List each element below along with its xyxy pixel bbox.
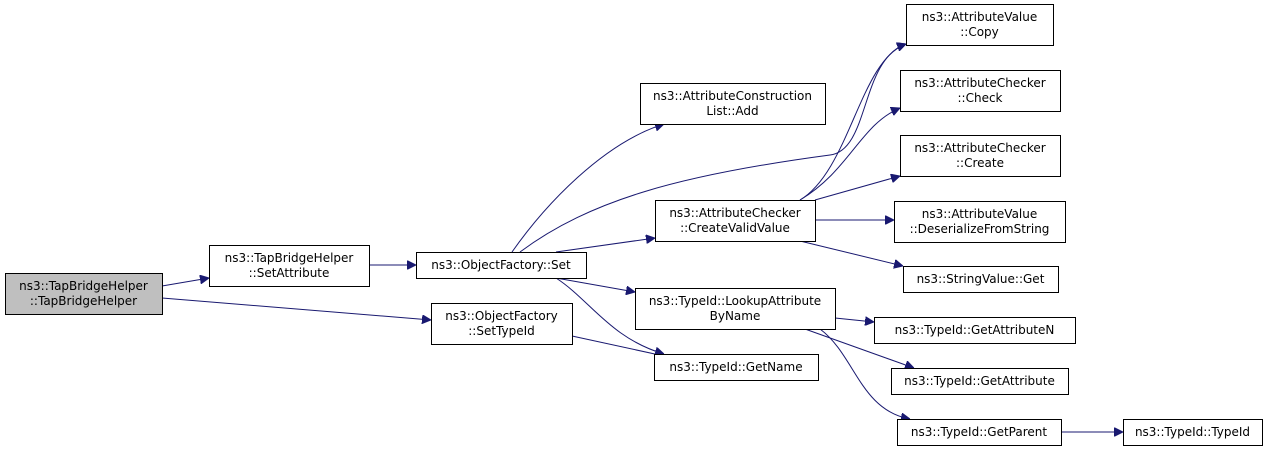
node-accreate[interactable]: ns3::AttributeChecker::CreateValidValue bbox=[655, 200, 816, 242]
node-box-getparent[interactable] bbox=[897, 419, 1062, 446]
edge-lookup-to-getattr bbox=[804, 328, 914, 368]
node-box-avdeser[interactable] bbox=[894, 201, 1066, 243]
node-label-getparent-0: ns3::TypeId::GetParent bbox=[911, 425, 1047, 439]
node-setattr[interactable]: ns3::TapBridgeHelper::SetAttribute bbox=[209, 245, 370, 287]
node-getname[interactable]: ns3::TypeId::GetName bbox=[654, 354, 819, 381]
node-typeid[interactable]: ns3::TypeId::TypeId bbox=[1123, 419, 1263, 446]
edge-ofsettype-to-getname bbox=[571, 335, 664, 356]
node-box-svget[interactable] bbox=[903, 266, 1059, 293]
node-label-accreate-1: ::CreateValidValue bbox=[680, 221, 790, 235]
edge-accreate-to-avcopy bbox=[799, 44, 906, 201]
node-label-avcopy-1: ::Copy bbox=[960, 25, 999, 39]
edge-root-to-setattr bbox=[161, 278, 209, 287]
node-getparent[interactable]: ns3::TypeId::GetParent bbox=[897, 419, 1062, 446]
node-label-setattr-1: ::SetAttribute bbox=[249, 266, 330, 280]
node-label-lookup-1: ByName bbox=[710, 309, 761, 323]
node-box-accheck[interactable] bbox=[900, 70, 1061, 112]
node-label-root-1: ::TapBridgeHelper bbox=[30, 294, 137, 308]
node-box-accreate[interactable] bbox=[655, 200, 816, 242]
node-avcopy[interactable]: ns3::AttributeValue::Copy bbox=[906, 4, 1054, 46]
node-getattrn[interactable]: ns3::TypeId::GetAttributeN bbox=[874, 317, 1076, 344]
edge-accreate-to-svget bbox=[799, 240, 903, 266]
node-label-svget-0: ns3::StringValue::Get bbox=[917, 272, 1045, 286]
node-label-ofset-0: ns3::ObjectFactory::Set bbox=[431, 258, 571, 272]
edge-accreate-to-accreate2 bbox=[814, 176, 900, 201]
edge-lookup-to-getparent bbox=[819, 328, 910, 419]
node-box-avcopy[interactable] bbox=[906, 4, 1054, 46]
node-label-accheck-0: ns3::AttributeChecker bbox=[914, 76, 1045, 90]
node-accheck[interactable]: ns3::AttributeChecker::Check bbox=[900, 70, 1061, 112]
node-label-setattr-0: ns3::TapBridgeHelper bbox=[225, 251, 354, 265]
node-box-getattrn[interactable] bbox=[874, 317, 1076, 344]
node-label-accreate-0: ns3::AttributeChecker bbox=[669, 206, 800, 220]
node-root[interactable]: ns3::TapBridgeHelper::TapBridgeHelper bbox=[5, 273, 163, 315]
node-box-getname[interactable] bbox=[654, 354, 819, 381]
node-label-avcopy-0: ns3::AttributeValue bbox=[922, 10, 1038, 24]
node-avdeser[interactable]: ns3::AttributeValue::DeserializeFromStri… bbox=[894, 201, 1066, 243]
node-label-ofsettype-0: ns3::ObjectFactory bbox=[445, 309, 558, 323]
node-label-accheck-1: ::Check bbox=[958, 91, 1003, 105]
node-ofsettype[interactable]: ns3::ObjectFactory::SetTypeId bbox=[431, 303, 573, 345]
node-label-getattr-0: ns3::TypeId::GetAttribute bbox=[904, 374, 1055, 388]
edge-ofset-to-lookup bbox=[555, 277, 635, 292]
node-getattr[interactable]: ns3::TypeId::GetAttribute bbox=[891, 368, 1069, 395]
node-box-acladd[interactable] bbox=[640, 83, 826, 125]
node-accreate2[interactable]: ns3::AttributeChecker::Create bbox=[900, 135, 1061, 177]
node-svget[interactable]: ns3::StringValue::Get bbox=[903, 266, 1059, 293]
node-label-accreate2-0: ns3::AttributeChecker bbox=[914, 141, 1045, 155]
node-box-ofsettype[interactable] bbox=[431, 303, 573, 345]
node-label-typeid-0: ns3::TypeId::TypeId bbox=[1135, 425, 1250, 439]
node-box-accreate2[interactable] bbox=[900, 135, 1061, 177]
node-label-root-0: ns3::TapBridgeHelper bbox=[19, 279, 148, 293]
node-box-root[interactable] bbox=[5, 273, 163, 315]
node-label-lookup-0: ns3::TypeId::LookupAttribute bbox=[649, 294, 821, 308]
node-box-lookup[interactable] bbox=[635, 288, 836, 330]
edge-root-to-ofsettype bbox=[161, 297, 431, 320]
node-label-acladd-1: List::Add bbox=[706, 104, 758, 118]
edge-ofset-to-acladd bbox=[511, 124, 664, 253]
node-box-getattr[interactable] bbox=[891, 368, 1069, 395]
node-box-typeid[interactable] bbox=[1123, 419, 1263, 446]
edge-lookup-to-getattrn bbox=[834, 318, 874, 322]
node-label-avdeser-1: ::DeserializeFromString bbox=[910, 222, 1050, 236]
edge-ofset-to-accreate bbox=[555, 238, 655, 253]
edge-ofset-to-avcopy bbox=[519, 44, 906, 253]
node-label-acladd-0: ns3::AttributeConstruction bbox=[653, 89, 812, 103]
node-label-avdeser-0: ns3::AttributeValue bbox=[922, 207, 1038, 221]
node-box-setattr[interactable] bbox=[209, 245, 370, 287]
node-ofset[interactable]: ns3::ObjectFactory::Set bbox=[416, 252, 587, 279]
node-label-accreate2-1: ::Create bbox=[956, 156, 1004, 170]
edge-accreate-to-accheck bbox=[799, 108, 900, 201]
edge-ofset-to-getname bbox=[555, 277, 664, 354]
node-label-getname-0: ns3::TypeId::GetName bbox=[669, 360, 802, 374]
node-box-ofset[interactable] bbox=[416, 252, 587, 279]
node-label-ofsettype-1: ::SetTypeId bbox=[468, 324, 535, 338]
node-label-getattrn-0: ns3::TypeId::GetAttributeN bbox=[895, 323, 1055, 337]
